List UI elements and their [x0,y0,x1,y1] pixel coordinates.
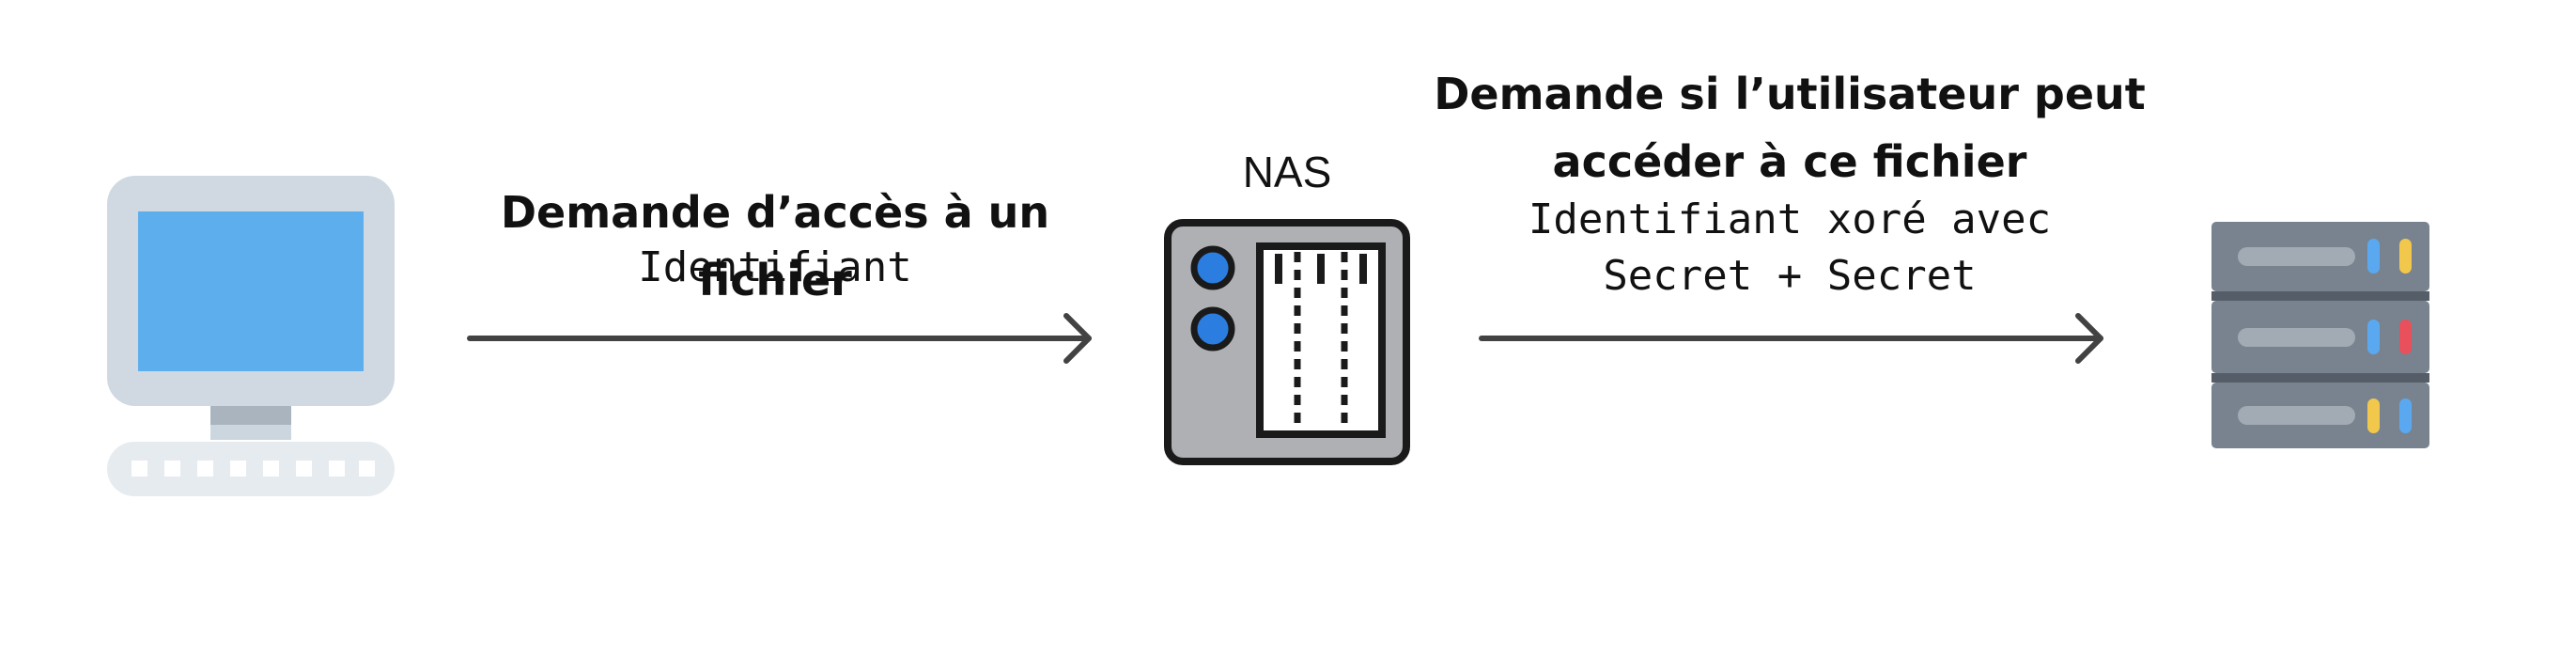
arrow-request-access [467,313,1092,364]
monitor-neck [210,425,291,440]
desktop-computer-icon [107,176,395,496]
monitor-stand [210,406,291,425]
arrow-2-detail-line1: Identifiant xoré avec [1528,195,2052,243]
monitor-screen [138,211,364,371]
nas-button-top [1190,245,1235,290]
server-rack-icon [2211,222,2429,448]
nas-label: NAS [1242,148,1332,196]
arrow-2-title-line1: Demande si l’utilisateur peut [1434,69,2146,119]
arrow-ask-permission [1479,313,2103,364]
arrow-1-detail: Identifiant [638,243,912,291]
arrow-1-title: Demande d’accès à un fichier [500,187,1050,305]
arrow-2-detail-line2: Secret + Secret [1603,252,1977,300]
keyboard [107,442,395,496]
nas-storage-icon [1164,219,1410,465]
server-unit-3 [2211,383,2429,448]
server-unit-2 [2211,301,2429,373]
arrow-2-title-line2: accéder à ce fichier [1552,136,2027,187]
server-unit-1 [2211,222,2429,291]
nas-button-bottom [1190,306,1235,352]
